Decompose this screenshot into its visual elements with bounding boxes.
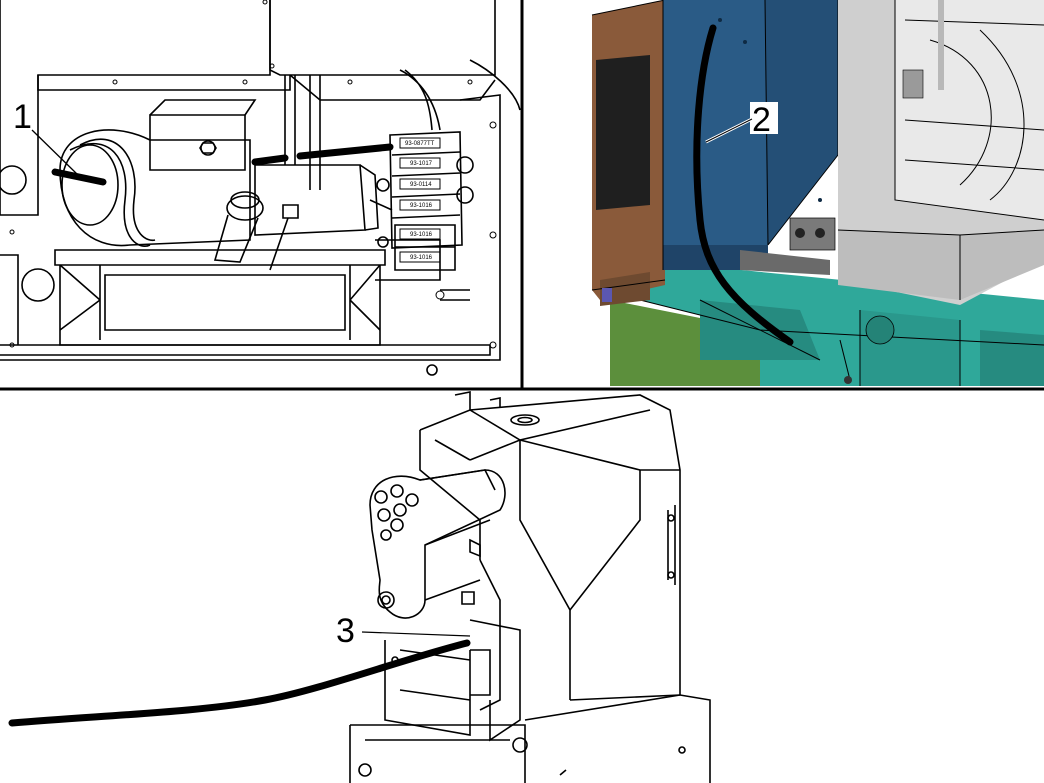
callout-number: 1 [13,98,32,136]
callout-1: 1 [13,98,79,176]
valve-label: 93-1016 [410,203,433,209]
callout-3: 3 [336,612,471,650]
base-green [610,300,760,386]
callout-number: 2 [752,101,771,139]
callout-2: 2 [705,101,778,144]
valve-label: 93-0877TT [405,141,435,147]
hose-2 [693,24,794,346]
valve-stack: 93-0877TT 93-1017 93-0114 93-1016 93-101… [369,131,474,271]
valve-label: 93-0114 [410,182,432,188]
panel-dividers [0,0,1044,391]
valve-label: 93-1016 [410,232,433,238]
panel-top-left: 93-0877TT 93-1017 93-0114 93-1016 93-101… [0,0,521,376]
hose-3 [8,639,471,727]
valve-label: 93-1017 [410,161,433,167]
valve-label: 93-1016 [410,255,433,261]
panel-bottom: 3 [8,391,711,783]
hose-1 [51,168,107,186]
callout-number: 3 [336,612,355,650]
link-arm [369,469,506,619]
panel-top-right: 2 [591,0,1044,386]
hose-1b [251,143,394,166]
